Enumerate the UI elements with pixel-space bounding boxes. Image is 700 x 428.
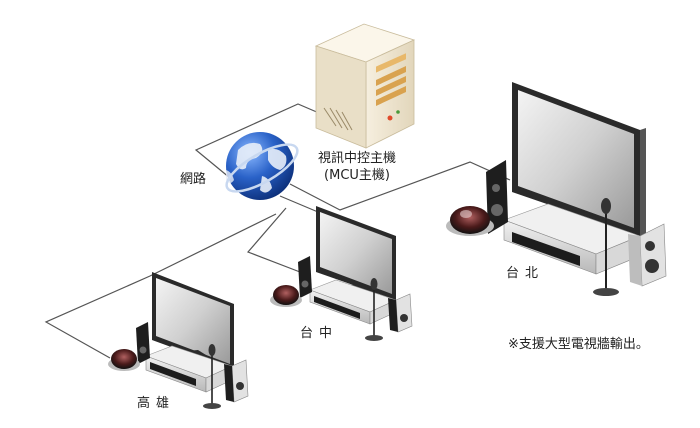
link-globe-taichung-top [279,195,319,213]
dome-camera-icon [446,206,494,236]
taipei-label: 台北 [506,266,545,281]
link-globe-kaohsiung [44,213,277,359]
dome-camera-icon [108,349,140,371]
av-receiver-icon [503,203,641,275]
speaker-icon [628,223,667,287]
kaohsiung-station [108,272,249,409]
taichung-station [270,206,413,341]
network-label: 網路 [180,172,207,187]
kaohsiung-label: 高雄 [137,396,176,411]
globe-icon [225,132,299,200]
speaker-icon [136,322,150,364]
microphone-icon [365,278,383,341]
speaker-icon [224,359,249,403]
speaker-icon [298,256,312,298]
taipei-station [446,82,667,296]
dome-camera-icon [270,285,302,307]
mcu-label: 視訊中控主機 (MCU主機) [318,150,396,184]
link-server-globe [194,103,327,179]
microphone-icon [593,198,619,296]
microphone-icon [203,344,221,409]
mcu-server-icon [314,23,416,149]
link-globe-taichung [246,207,301,273]
speaker-icon [388,293,413,333]
video-wall-note: ※支援大型電視牆輸出。 [508,337,649,352]
speaker-icon [486,160,508,234]
taichung-label: 台中 [300,326,339,341]
mcu-label-line2: (MCU主機) [324,168,390,183]
mcu-label-line1: 視訊中控主機 [318,151,397,166]
